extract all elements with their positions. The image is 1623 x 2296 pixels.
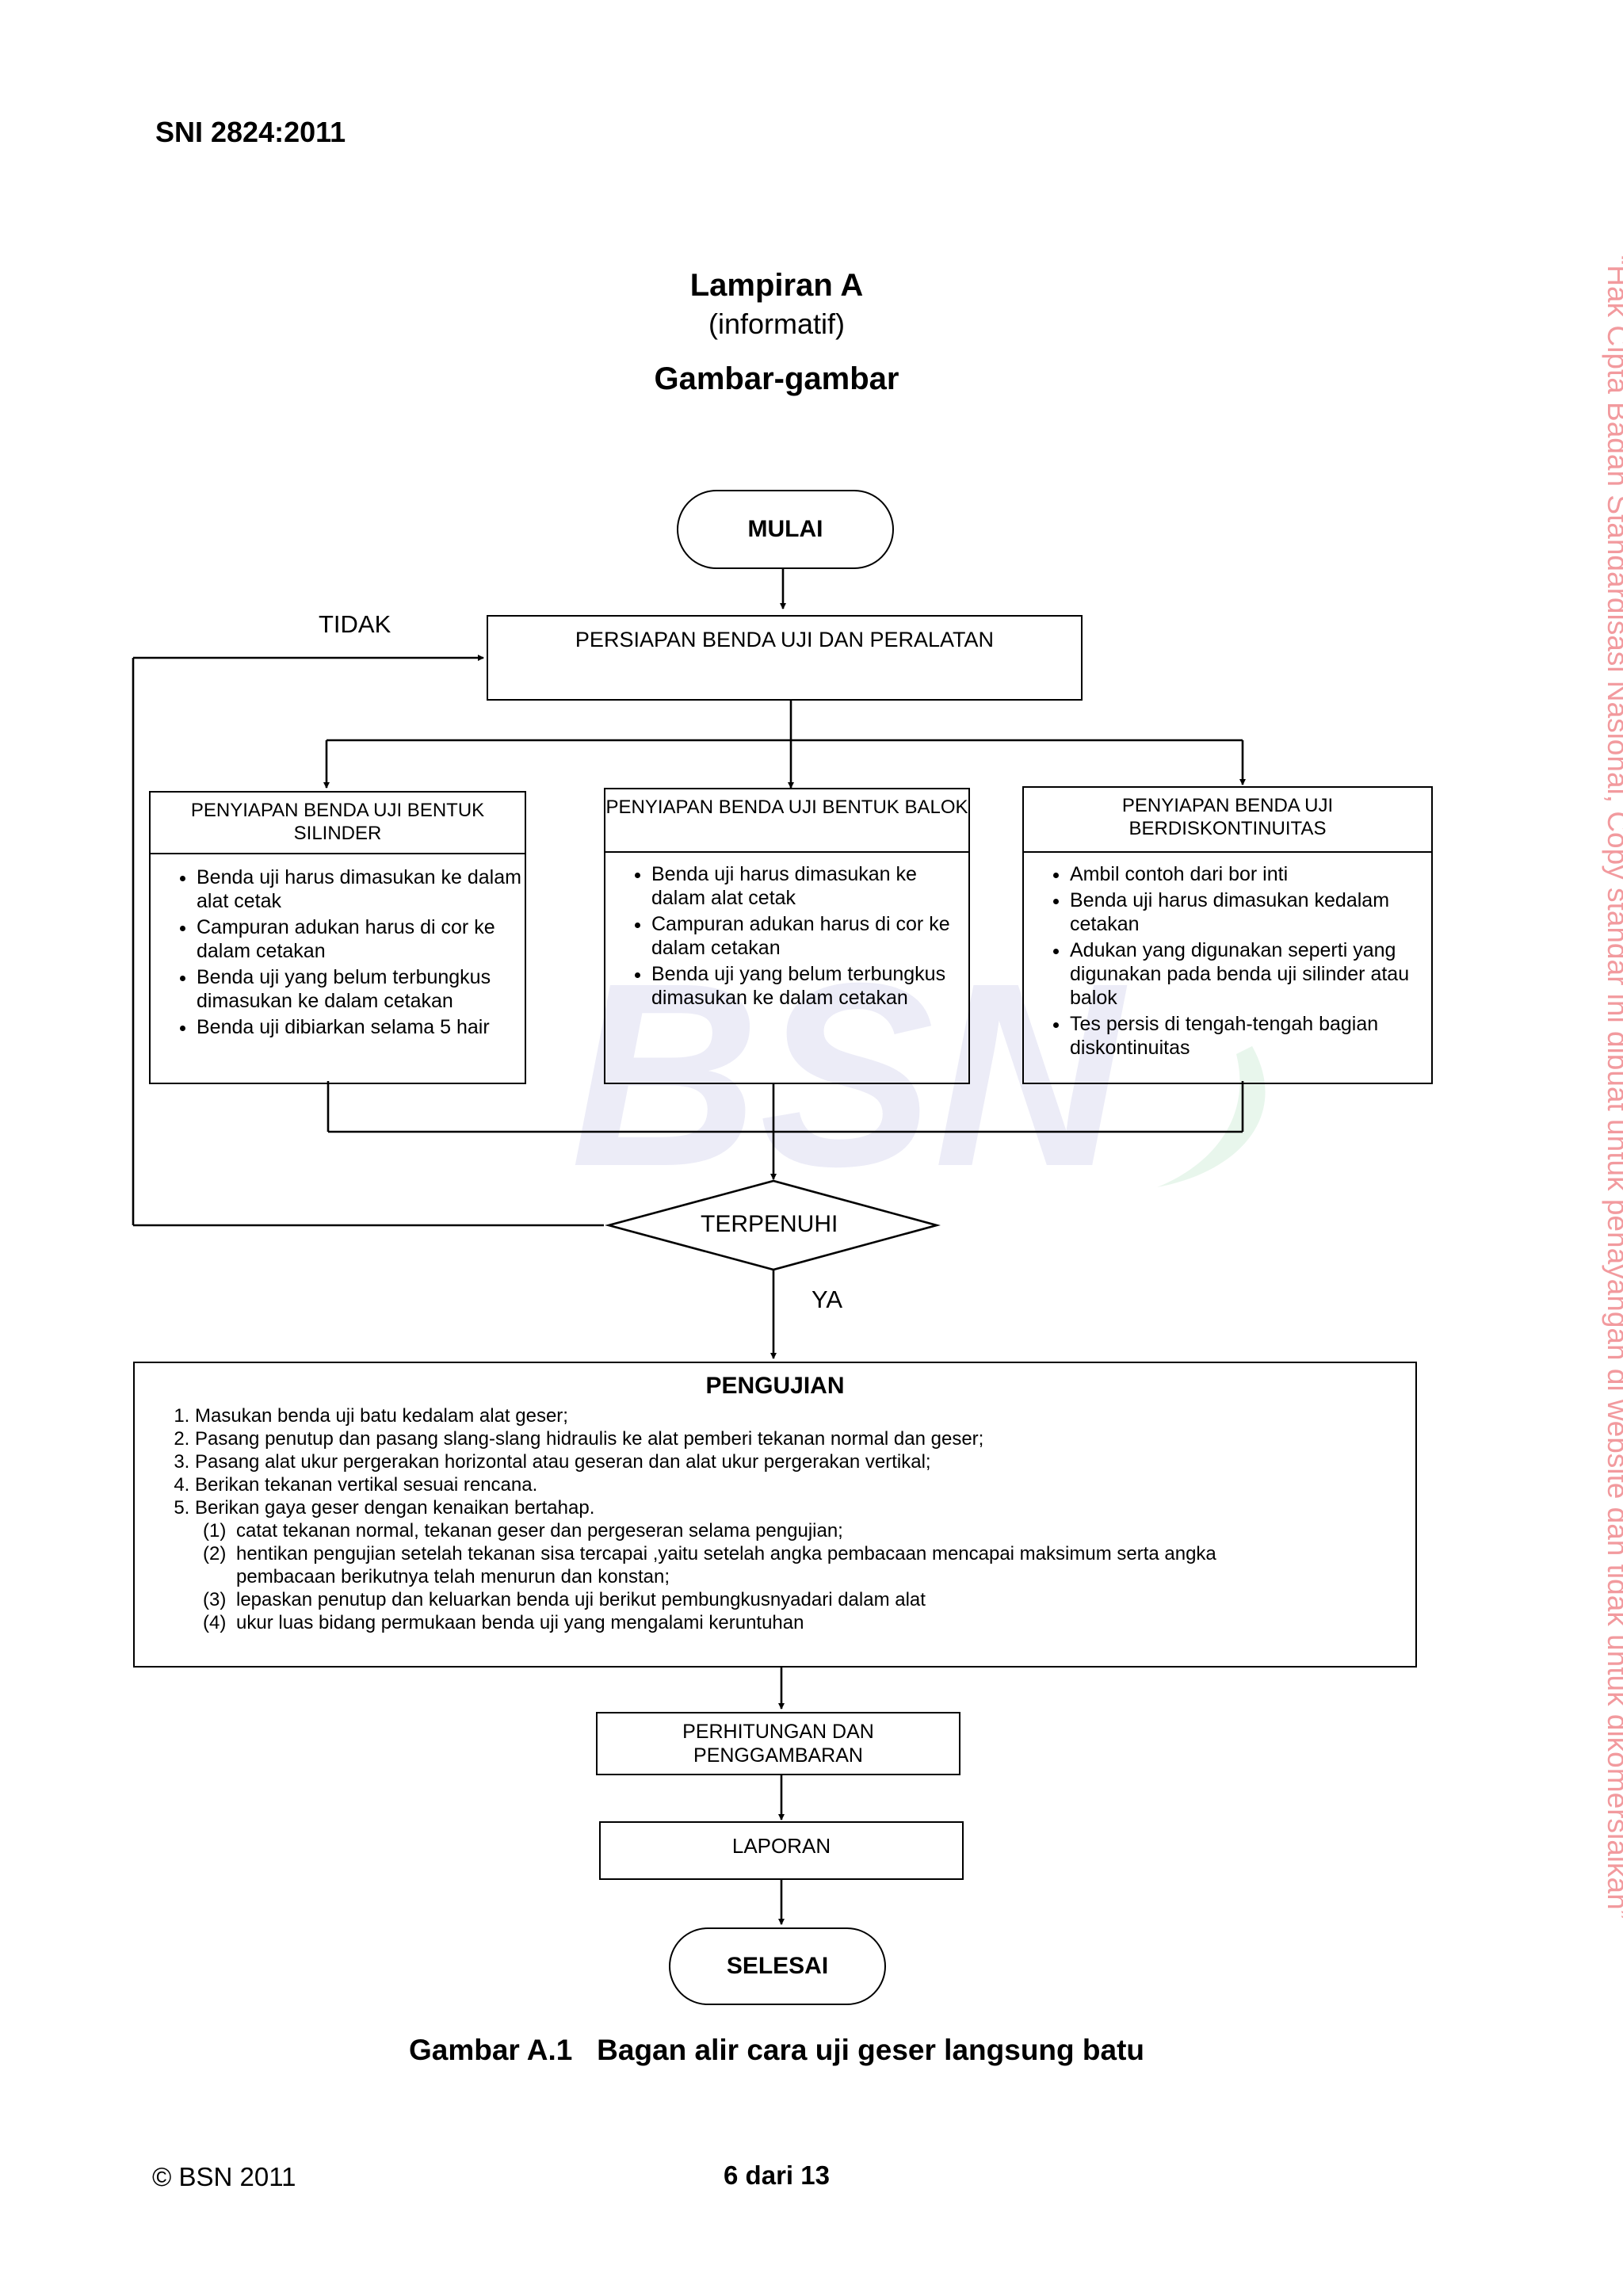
annex-type: (informatif) — [708, 308, 846, 340]
copyright-watermark-text: “Hak Cipta Badan Standardisasi Nasional,… — [1602, 255, 1623, 1920]
title-block: Lampiran A (informatif) Gambar-gambar — [0, 265, 1553, 399]
document-code: SNI 2824:2011 — [155, 116, 346, 148]
report-box: LAPORAN — [599, 1821, 964, 1880]
test-title: PENGUJIAN — [705, 1373, 845, 1399]
list-item: Benda uji harus dimasukan kedalam cetaka… — [1070, 888, 1423, 936]
branch-balok-list: Benda uji harus dimasukan ke dalam alat … — [605, 862, 968, 1010]
report-label: LAPORAN — [731, 1834, 831, 1858]
branch-silinder-box: PENYIAPAN BENDA UJI BENTUK SILINDER Bend… — [149, 791, 526, 1084]
substep-text: catat tekanan normal, tekanan geser dan … — [236, 1520, 843, 1541]
test-substeps: (1) catat tekanan normal, tekanan geser d… — [195, 1519, 1415, 1634]
branch-silinder-title: PENYIAPAN BENDA UJI BENTUK SILINDER — [151, 793, 525, 854]
yes-label: YA — [812, 1286, 843, 1313]
list-item: Adukan yang digunakan seperti yang digun… — [1070, 938, 1423, 1010]
test-step-text: Berikan gaya geser dengan kenaikan berta… — [195, 1497, 595, 1519]
calc-box: PERHITUNGAN DAN PENGGAMBARAN — [596, 1712, 960, 1775]
substep-text: ukur luas bidang permukaan benda uji yan… — [236, 1612, 804, 1633]
start-terminal: MULAI — [677, 490, 894, 569]
prep-box: PERSIAPAN BENDA UJI DAN PERALATAN — [487, 615, 1083, 701]
test-substep: (3) lepaskan penutup dan keluarkan benda … — [203, 1588, 1415, 1611]
list-item: Benda uji dibiarkan selama 5 hair — [197, 1015, 525, 1039]
test-substep: (2) hentikan pengujian setelah tekanan si… — [203, 1542, 1415, 1588]
bsn-logo-lettering: BSN — [571, 935, 1130, 1189]
test-substep: (4) ukur luas bidang permukaan benda uji … — [203, 1611, 1415, 1634]
branch-balok-box: PENYIAPAN BENDA UJI BENTUK BALOK Benda u… — [604, 788, 970, 1084]
test-step: Pasang penutup dan pasang slang-slang hi… — [195, 1427, 1415, 1450]
list-item: Benda uji yang belum terbungkus dimasuka… — [651, 962, 968, 1010]
substep-text: lepaskan penutup dan keluarkan benda uji… — [236, 1589, 926, 1610]
test-steps: Masukan benda uji batu kedalam alat gese… — [135, 1404, 1415, 1634]
start-label: MULAI — [747, 516, 823, 542]
list-item: Campuran adukan harus di cor ke dalam ce… — [651, 912, 968, 960]
test-step: Berikan gaya geser dengan kenaikan berta… — [195, 1496, 1415, 1634]
substep-number: (3) — [203, 1589, 227, 1610]
test-step: Berikan tekanan vertikal sesuai rencana. — [195, 1473, 1415, 1496]
test-substep: (1) catat tekanan normal, tekanan geser d… — [203, 1519, 1415, 1542]
substep-number: (4) — [203, 1612, 227, 1633]
footer-page-number: 6 dari 13 — [724, 2160, 830, 2190]
substep-number: (1) — [203, 1520, 227, 1541]
end-terminal: SELESAI — [669, 1927, 886, 2005]
branch-diskontinuitas-box: PENYIAPAN BENDA UJI BERDISKONTINUITAS Am… — [1022, 786, 1433, 1084]
list-item: Benda uji yang belum terbungkus dimasuka… — [197, 965, 525, 1013]
copyright-watermark: “Hak Cipta Badan Standardisasi Nasional,… — [1577, 255, 1623, 1920]
end-label: SELESAI — [726, 1953, 829, 1979]
prep-label: PERSIAPAN BENDA UJI DAN PERALATAN — [575, 628, 995, 651]
no-label: TIDAK — [319, 610, 391, 638]
test-step: Pasang alat ukur pergerakan horizontal a… — [195, 1450, 1415, 1473]
branch-diskontinuitas-title: PENYIAPAN BENDA UJI BERDISKONTINUITAS — [1024, 788, 1431, 853]
annex-title: Lampiran A — [689, 268, 864, 303]
footer-copyright: © BSN 2011 — [152, 2162, 296, 2191]
substep-text: hentikan pengujian setelah tekanan sisa … — [236, 1543, 1216, 1587]
list-item: Benda uji harus dimasukan ke dalam alat … — [197, 865, 525, 913]
branch-silinder-list: Benda uji harus dimasukan ke dalam alat … — [151, 865, 525, 1039]
list-item: Tes persis di tengah-tengah bagian disko… — [1070, 1012, 1423, 1060]
decision-diamond — [604, 1179, 941, 1271]
list-item: Benda uji harus dimasukan ke dalam alat … — [651, 862, 968, 910]
section-title: Gambar-gambar — [654, 361, 899, 396]
test-box: PENGUJIAN Masukan benda uji batu kedalam… — [133, 1362, 1417, 1668]
list-item: Campuran adukan harus di cor ke dalam ce… — [197, 915, 525, 963]
list-item: Ambil contoh dari bor inti — [1070, 862, 1423, 886]
test-step: Masukan benda uji batu kedalam alat gese… — [195, 1404, 1415, 1427]
branch-diskontinuitas-list: Ambil contoh dari bor inti Benda uji har… — [1024, 862, 1431, 1060]
calc-label: PERHITUNGAN DAN PENGGAMBARAN — [682, 1721, 874, 1767]
substep-number: (2) — [203, 1543, 227, 1564]
bsn-logo-watermark: BSN — [571, 935, 1266, 1189]
decision-label: TERPENUHI — [701, 1211, 838, 1237]
figure-caption: Gambar A.1 Bagan alir cara uji geser lan… — [408, 2034, 1145, 2066]
branch-balok-title: PENYIAPAN BENDA UJI BENTUK BALOK — [605, 789, 968, 853]
